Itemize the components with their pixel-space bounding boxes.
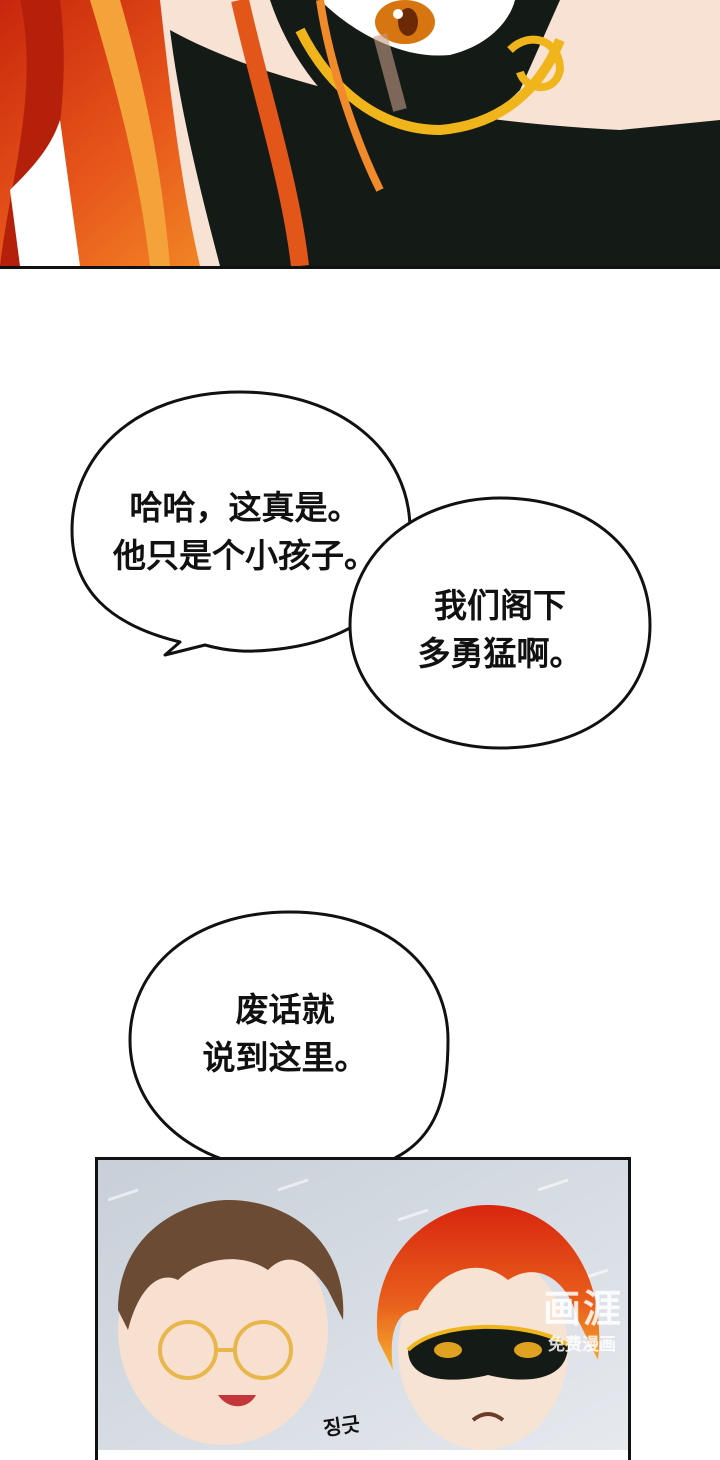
bubble-line: 说到这里。 [202, 1038, 368, 1077]
watermark-logo: 画涯 [543, 1287, 624, 1331]
speech-bubbles-group-1 [70, 390, 652, 750]
right-character-mask [408, 1326, 568, 1380]
bottom-comic-panel: 画涯 免费漫画 징긋 [95, 1157, 631, 1460]
bubble-line: 多勇猛啊。 [417, 634, 583, 673]
bubble-line: 哈哈，这真是。 [129, 488, 361, 527]
bubble-line: 我们阁下 [434, 586, 566, 625]
bubble-line: 废话就 [235, 990, 335, 1029]
left-character-hair [118, 1200, 344, 1330]
speech-bubble-2-shape [348, 496, 652, 750]
watermark-subtitle: 免费漫画 [548, 1335, 616, 1355]
right-character-hair [376, 1205, 600, 1370]
speech-bubble-3-text: 废话就 说到这里。 [180, 986, 390, 1082]
speech-bubble-1-shape [70, 390, 412, 657]
two-characters-art [98, 1160, 628, 1450]
bubble-line: 他只是个小孩子。 [113, 536, 377, 575]
masked-face-closeup-art [0, 0, 720, 266]
top-comic-panel [0, 0, 720, 269]
black-mask [170, 30, 720, 266]
sound-effect-text: 징긋 [321, 1411, 362, 1441]
speech-bubble-1-text: 哈哈，这真是。 他只是个小孩子。 [100, 484, 390, 580]
speech-bubble-2-text: 我们阁下 多勇猛啊。 [395, 582, 605, 678]
